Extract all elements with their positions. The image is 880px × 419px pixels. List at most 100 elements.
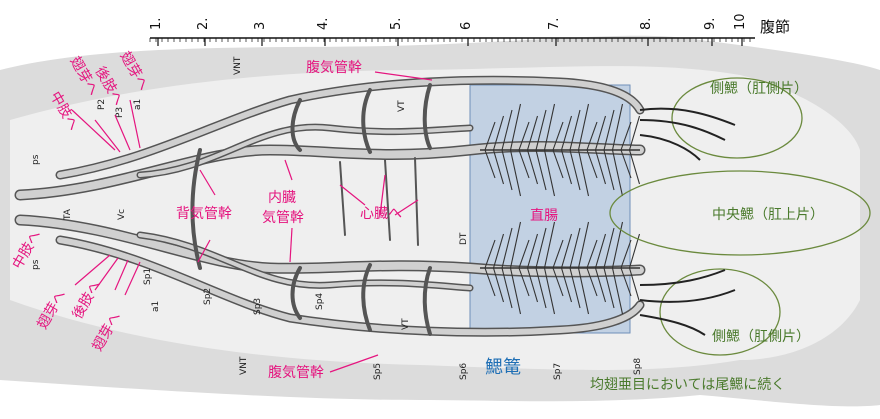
gill-lamella	[560, 149, 573, 185]
lateral-gill-top-outline	[671, 77, 803, 159]
gill-lamella	[501, 267, 513, 309]
gill-lamella	[628, 267, 641, 303]
gill-lamella	[518, 239, 530, 269]
label-visceral-2: 気管幹	[262, 209, 304, 226]
gill-lamella	[560, 267, 573, 303]
gill-lamella	[501, 109, 513, 151]
gill-lamella	[518, 267, 530, 297]
scale-tick-label: 10	[733, 13, 748, 30]
gill-lamella	[586, 149, 598, 179]
gill-lamella	[509, 267, 522, 315]
gill-lamella	[620, 267, 632, 297]
label-segment-unit: 腹節	[760, 18, 790, 36]
scale-tick-label: 6	[459, 22, 474, 30]
mark-sp5: Sp5	[373, 363, 383, 380]
gill-lamella	[569, 227, 581, 269]
scale-tick-label: 3	[253, 22, 268, 30]
gill-lamella	[577, 267, 590, 315]
gill-lamella	[628, 149, 641, 185]
gill-lamella	[535, 267, 547, 309]
gill-lamella	[586, 239, 598, 269]
label-zygoptera-note: 均翅亜目においては尾鰓に続く	[590, 376, 785, 393]
gill-lamella	[535, 149, 547, 191]
gill-lamella	[526, 149, 539, 185]
gill-lamella	[577, 149, 590, 197]
gill-lamella	[484, 239, 496, 269]
gill-lamella	[509, 221, 522, 269]
gill-lamella	[492, 149, 505, 185]
gill-lamella	[611, 103, 624, 151]
mark-ps-bottom: ps	[31, 259, 41, 270]
gill-lamella	[569, 267, 581, 309]
label-rectum: 直腸	[530, 207, 558, 224]
mark-sp2: Sp2	[203, 288, 213, 305]
gill-lamella	[492, 267, 505, 303]
mark-dt: DT	[459, 232, 469, 245]
mark-vt-top: VT	[397, 100, 407, 112]
gill-lamella	[518, 121, 530, 151]
gill-lamella	[594, 233, 607, 269]
gill-lamella	[560, 115, 573, 151]
label-lateral-gill-bottom: 側鰓（肛側片）	[712, 329, 810, 345]
gill-lamella	[620, 239, 632, 269]
gill-lamella	[501, 149, 513, 191]
green-labels: 側鰓（肛側片） 中央鰓（肛上片） 側鰓（肛側片） 均翅亜目においては尾鰓に続く	[590, 81, 824, 393]
gill-lamella	[594, 149, 607, 185]
gill-lamella	[509, 149, 522, 197]
gill-lamella	[543, 103, 556, 151]
mark-vnt-bottom: VNT	[239, 356, 249, 375]
scale-tick-label: 1.	[149, 18, 164, 30]
gill-lamella	[552, 149, 564, 179]
gill-lamella	[620, 149, 632, 179]
label-ventral-trunk-top: 腹気管幹	[306, 59, 362, 76]
anal-appendage-spines	[639, 107, 736, 336]
mark-sp3: Sp3	[253, 298, 263, 315]
gill-lamella	[628, 115, 641, 151]
pink-leaders	[71, 71, 433, 373]
mark-sp8: Sp8	[633, 358, 643, 375]
gill-lamella	[603, 267, 615, 309]
gill-lamella	[552, 121, 564, 151]
gill-lamella	[577, 221, 590, 269]
gill-lamella	[526, 233, 539, 269]
scale-tick-label: 7.	[547, 18, 562, 30]
gill-lamella	[611, 267, 624, 315]
central-gill-outline	[609, 170, 871, 256]
anal-appendages	[609, 77, 871, 356]
gill-lamella	[594, 115, 607, 151]
gill-lamella	[560, 233, 573, 269]
gill-lamella	[603, 227, 615, 269]
gill-lamella	[492, 233, 505, 269]
gill-lamella	[501, 227, 513, 269]
gill-lamella	[535, 109, 547, 151]
gill-lamella	[484, 121, 496, 151]
gill-lamella	[526, 267, 539, 303]
gill-lamella	[569, 149, 581, 191]
gill-lamella	[611, 149, 624, 197]
label-gill-chamber: 鰓篭	[485, 357, 521, 378]
gill-lamella	[543, 267, 556, 315]
label-dorsal-trunk: 背気管幹	[176, 205, 232, 222]
gill-lamella	[509, 103, 522, 151]
gill-lamella	[552, 267, 564, 297]
mark-sp4: Sp4	[315, 293, 325, 310]
label-central-gill: 中央鰓（肛上片）	[712, 207, 824, 223]
mark-p3: P3	[115, 107, 125, 118]
mark-vnt-top: VNT	[233, 56, 243, 75]
label-visceral-1: 内臓	[268, 190, 296, 206]
gill-lamella	[586, 121, 598, 151]
mark-a1-top: a1	[133, 99, 143, 110]
gill-lamella	[594, 267, 607, 303]
scale-tick-label: 4.	[316, 18, 331, 30]
mark-vt-bottom: VT	[401, 318, 411, 330]
gill-lamella	[484, 267, 496, 297]
mark-p2: P2	[97, 99, 107, 110]
gill-lamella	[526, 115, 539, 151]
scale-tick-label: 2.	[196, 18, 211, 30]
mark-sp6: Sp6	[459, 363, 469, 380]
gill-lamella	[535, 227, 547, 269]
gill-lamella	[552, 239, 564, 269]
gill-lamella	[603, 149, 615, 191]
